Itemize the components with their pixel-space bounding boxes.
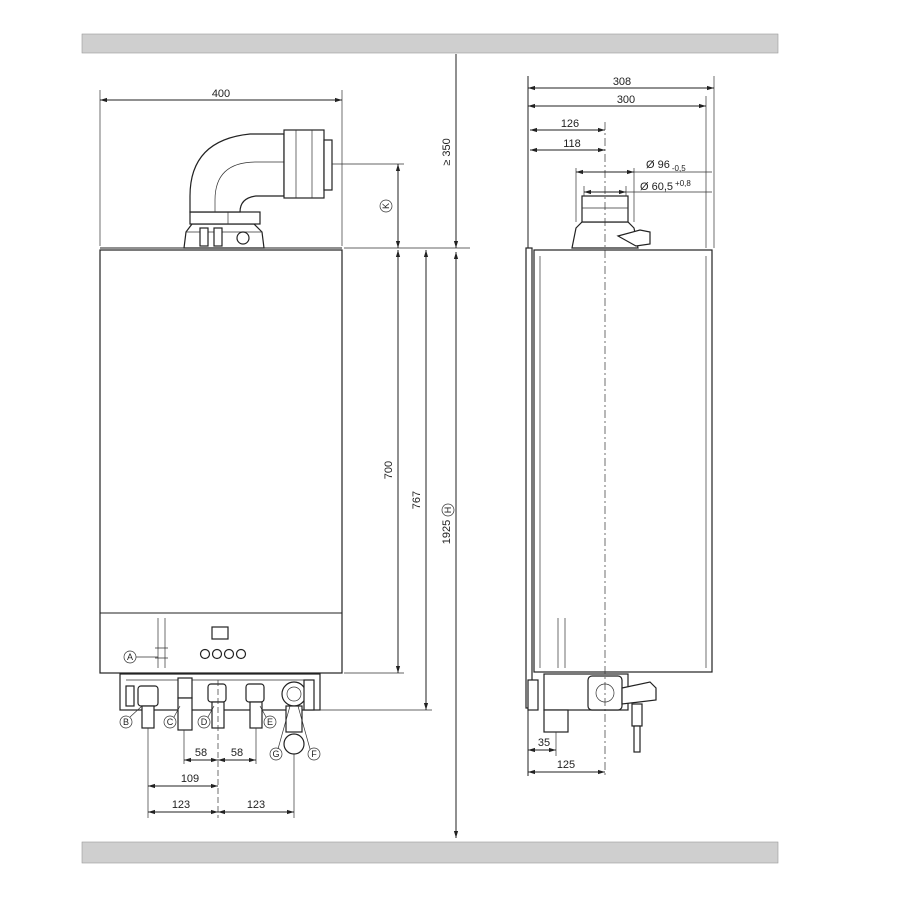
callout-a: A <box>127 652 133 662</box>
control-buttons <box>199 648 247 660</box>
dim-front-width: 400 <box>212 88 230 100</box>
dim-bottom-offset-b: 125 <box>557 759 575 771</box>
flue-elbow <box>189 133 285 213</box>
dim-inner-diameter: Ø 60,5+0,8 <box>640 179 691 193</box>
flue-outlet <box>283 129 325 199</box>
dim-spacing-d: 123 <box>172 799 190 811</box>
dim-bracket-height: 767 <box>411 491 423 509</box>
connection-pipes <box>125 677 315 755</box>
dim-flue-offset-outer: 126 <box>561 118 579 130</box>
dim-depth-outer: 308 <box>613 76 631 88</box>
dim-spacing-b: 58 <box>231 747 243 759</box>
marker-h: H <box>443 507 453 514</box>
callout-d: D <box>201 717 208 727</box>
footer-band <box>81 841 779 864</box>
marker-k: K <box>381 203 391 209</box>
callout-g: G <box>272 749 279 759</box>
dim-case-height: 700 <box>383 461 395 479</box>
boiler-case <box>99 249 343 674</box>
callout-f: F <box>311 749 317 759</box>
dim-spacing-c: 109 <box>181 773 199 785</box>
callout-e: E <box>267 717 273 727</box>
front-view: 400 K ≥ 350 700 767 1925 H A B <box>99 54 470 838</box>
header-band <box>81 33 779 54</box>
dim-bottom-offset-a: 35 <box>538 737 550 749</box>
flue-base <box>183 223 265 249</box>
dim-flue-offset-inner: 118 <box>563 138 581 150</box>
dim-outer-diameter: Ø 96-0,5 <box>646 159 686 173</box>
dim-spacing-a: 58 <box>195 747 207 759</box>
side-view: 308 300 126 118 Ø 96-0,5 Ø 60,5+0,8 35 1… <box>525 76 715 776</box>
dim-spacing-e: 123 <box>247 799 265 811</box>
callout-c: C <box>167 717 174 727</box>
connection-callouts: A B C D E F G <box>119 650 321 761</box>
callout-b: B <box>123 717 129 727</box>
side-case <box>533 249 713 673</box>
dim-depth-inner: 300 <box>617 94 635 106</box>
dim-total-height: 1925 <box>441 520 453 544</box>
dim-min-clearance: ≥ 350 <box>441 138 453 165</box>
control-display <box>211 626 229 640</box>
